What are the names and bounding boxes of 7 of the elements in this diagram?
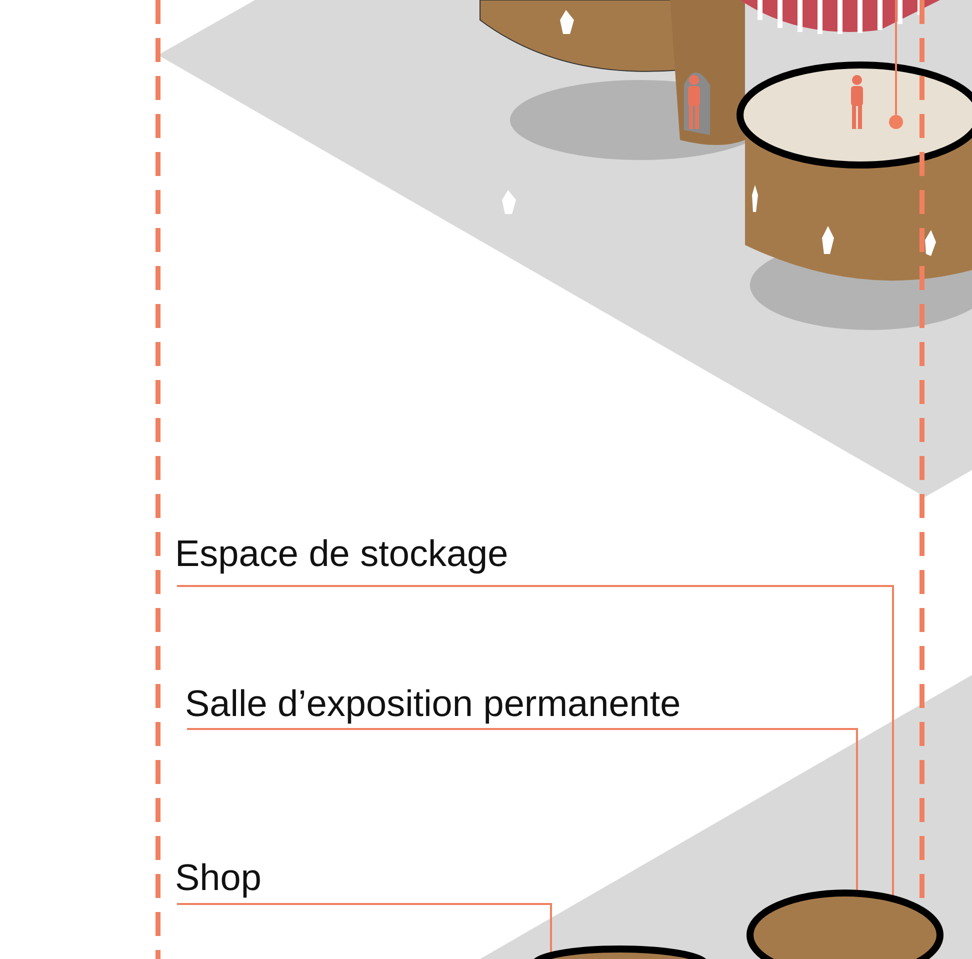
callout-label: Shop bbox=[175, 856, 262, 904]
leader-line bbox=[177, 903, 552, 952]
leader-line bbox=[187, 728, 858, 890]
leader-line bbox=[895, 0, 897, 115]
leader-line bbox=[177, 585, 894, 896]
callout-label: Salle d’exposition permanente bbox=[185, 682, 681, 729]
callout-label: Espace de stockage bbox=[175, 532, 508, 586]
